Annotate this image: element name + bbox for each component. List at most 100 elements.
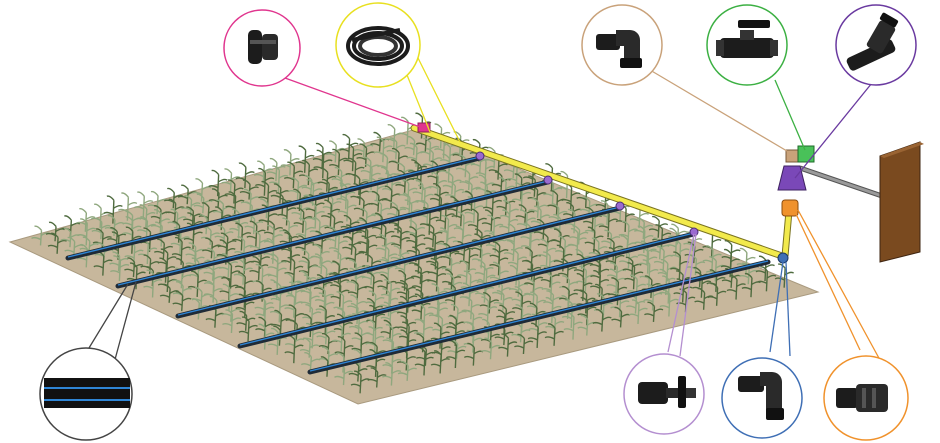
crop-plant xyxy=(563,312,583,340)
crop-plant xyxy=(493,290,513,311)
crop-plant xyxy=(235,293,255,317)
crop-plant xyxy=(365,290,385,310)
crop-plant xyxy=(31,225,51,246)
crop-plant xyxy=(404,135,424,156)
crop-plant xyxy=(192,178,212,202)
crop-plant xyxy=(76,218,97,246)
crop-plant xyxy=(441,269,462,290)
crop-plant xyxy=(503,157,524,179)
crop-plant xyxy=(439,153,459,183)
crop-plant xyxy=(64,236,84,260)
coupling-fitting xyxy=(781,199,799,217)
crop-plant xyxy=(347,279,367,301)
crop-plant xyxy=(774,263,795,288)
crop-plant xyxy=(425,249,446,270)
disc-filter-icon xyxy=(846,12,899,71)
crop-plant xyxy=(167,208,187,231)
callout-leader-lines xyxy=(77,57,881,379)
crop-plant xyxy=(463,342,484,366)
crop-plant xyxy=(691,271,712,298)
crop-plant xyxy=(508,276,529,297)
field-ground xyxy=(8,127,820,405)
crop-plant xyxy=(235,162,255,189)
crop-plant xyxy=(381,185,401,209)
crop-plant xyxy=(249,255,269,281)
crop-plant xyxy=(694,287,714,310)
crop-plant xyxy=(263,238,283,264)
crop-plant xyxy=(330,250,350,271)
crop-plant xyxy=(378,244,398,270)
crop-plant xyxy=(342,235,362,255)
crop-plant xyxy=(755,255,775,282)
crop-plant xyxy=(281,232,301,261)
crop-plant xyxy=(309,216,329,241)
crop-plant xyxy=(444,283,465,311)
crop-plant xyxy=(225,191,245,217)
crop-plant xyxy=(611,306,631,328)
crop-plant xyxy=(485,232,505,253)
crop-plant xyxy=(430,350,451,374)
crop-plant xyxy=(390,228,411,255)
crop-plant xyxy=(550,228,570,248)
crop-plant xyxy=(316,323,336,345)
crop-plant xyxy=(263,224,283,253)
crop-plant xyxy=(386,201,407,222)
crop-plant xyxy=(140,227,160,252)
crop-plant xyxy=(618,220,638,244)
crop-plant xyxy=(637,240,657,265)
crop-plant xyxy=(398,321,419,347)
crop-plant xyxy=(506,161,527,190)
crop-plant xyxy=(615,203,635,232)
crop-plant xyxy=(676,288,696,313)
crop-plant xyxy=(382,362,402,386)
crop-plant xyxy=(598,208,618,238)
drip-line-5-stripe xyxy=(309,260,769,372)
leader-pipe-coil-a xyxy=(404,69,431,133)
crop-plant xyxy=(363,318,383,343)
crop-plant xyxy=(244,214,264,235)
crop-plant xyxy=(579,196,599,218)
crop-plant xyxy=(430,322,450,349)
crop-plant xyxy=(445,340,466,369)
crop-plant xyxy=(394,254,414,277)
tape-elbow-fitting xyxy=(777,252,789,264)
crop-plant xyxy=(334,335,354,363)
crop-plant xyxy=(337,195,357,222)
crop-plant xyxy=(726,274,746,300)
crop-plant xyxy=(496,192,516,216)
crop-plant xyxy=(298,159,319,186)
crop-plant xyxy=(489,261,509,288)
crop-plant xyxy=(109,251,129,272)
crop-plant xyxy=(182,206,203,228)
crop-plant xyxy=(333,291,353,318)
crop-plant xyxy=(427,263,447,292)
drip-tape-lines xyxy=(65,155,771,375)
crop-plant xyxy=(503,239,524,262)
crop-plant xyxy=(203,259,223,281)
leader-ball-valve xyxy=(774,79,806,151)
crop-plant xyxy=(639,259,659,288)
crop-plant xyxy=(738,262,759,285)
crop-plant xyxy=(527,322,548,348)
crop-plant xyxy=(203,266,224,294)
crop-plant xyxy=(444,181,465,204)
drip-line-2-stripe xyxy=(117,180,549,286)
crop-plant xyxy=(415,344,436,366)
crop-plant xyxy=(498,333,518,357)
crop-plant xyxy=(354,138,374,158)
crop-plant xyxy=(380,279,401,305)
crop-plant xyxy=(610,197,630,222)
start-connector-fitting xyxy=(475,151,485,161)
drip-line-1-stripe xyxy=(67,156,481,258)
crop-plant xyxy=(238,316,258,342)
crop-plant xyxy=(371,199,391,224)
crop-plant xyxy=(396,348,417,371)
start-connector-fitting xyxy=(543,175,553,185)
crop-plant xyxy=(360,156,380,180)
drip-line-4 xyxy=(237,231,697,349)
crop-plant xyxy=(281,245,301,271)
crop-plant xyxy=(350,370,370,394)
callout-filter xyxy=(835,4,917,86)
crop-plant xyxy=(318,332,338,355)
crop-plant xyxy=(94,242,114,263)
